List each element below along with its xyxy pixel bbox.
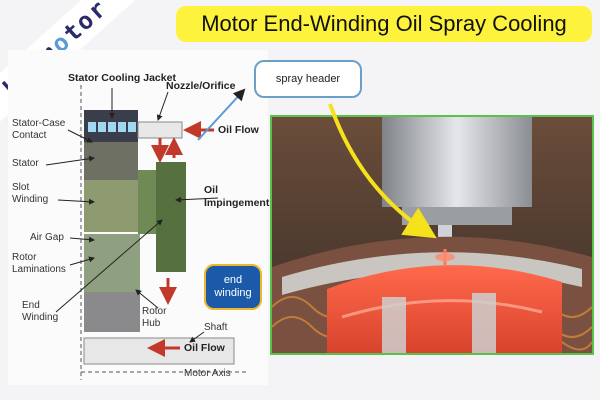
spray-header-label: spray header xyxy=(275,73,341,85)
oil-spray-photo xyxy=(270,115,594,355)
rotor-hub-block xyxy=(84,292,140,332)
end-winding-block xyxy=(138,170,156,234)
label-slot-winding: Slot Winding xyxy=(12,182,49,205)
label-stator-case-contact: Stator-Case Contact xyxy=(12,118,66,141)
end-winding-outer xyxy=(156,162,186,272)
label-shaft: Shaft xyxy=(204,322,228,333)
label-rotor-laminations: Rotor Laminations xyxy=(12,252,66,275)
label-end-winding: End Winding xyxy=(22,300,59,323)
page-title: Motor End-Winding Oil Spray Cooling xyxy=(201,11,567,36)
label-oil-flow-bottom: Oil Flow xyxy=(184,342,225,354)
spray-header-pointer xyxy=(328,103,437,239)
cross-section-diagram: Stator Cooling Jacket Nozzle/Orifice Sta… xyxy=(8,50,270,385)
label-air-gap: Air Gap xyxy=(30,232,64,243)
label-oil-impingement: Oil Impingement xyxy=(204,184,270,209)
end-winding-line2: winding xyxy=(214,287,252,299)
slot-winding-block xyxy=(84,180,138,232)
end-winding-callout: end winding xyxy=(204,264,262,310)
spray-header-callout: spray header xyxy=(254,60,362,98)
label-stator: Stator xyxy=(12,158,39,169)
label-oil-flow-top: Oil Flow xyxy=(218,124,259,136)
end-winding-line1: end xyxy=(223,274,243,286)
label-motor-axis: Motor Axis xyxy=(184,368,231,379)
label-rotor-hub: Rotor Hub xyxy=(142,306,167,329)
label-nozzle-orifice: Nozzle/Orifice xyxy=(166,80,236,92)
photo-illustration xyxy=(272,117,592,353)
title-banner: Motor End-Winding Oil Spray Cooling xyxy=(176,6,592,42)
label-stator-cooling-jacket: Stator Cooling Jacket xyxy=(68,72,176,84)
diagram-svg xyxy=(45,85,248,380)
